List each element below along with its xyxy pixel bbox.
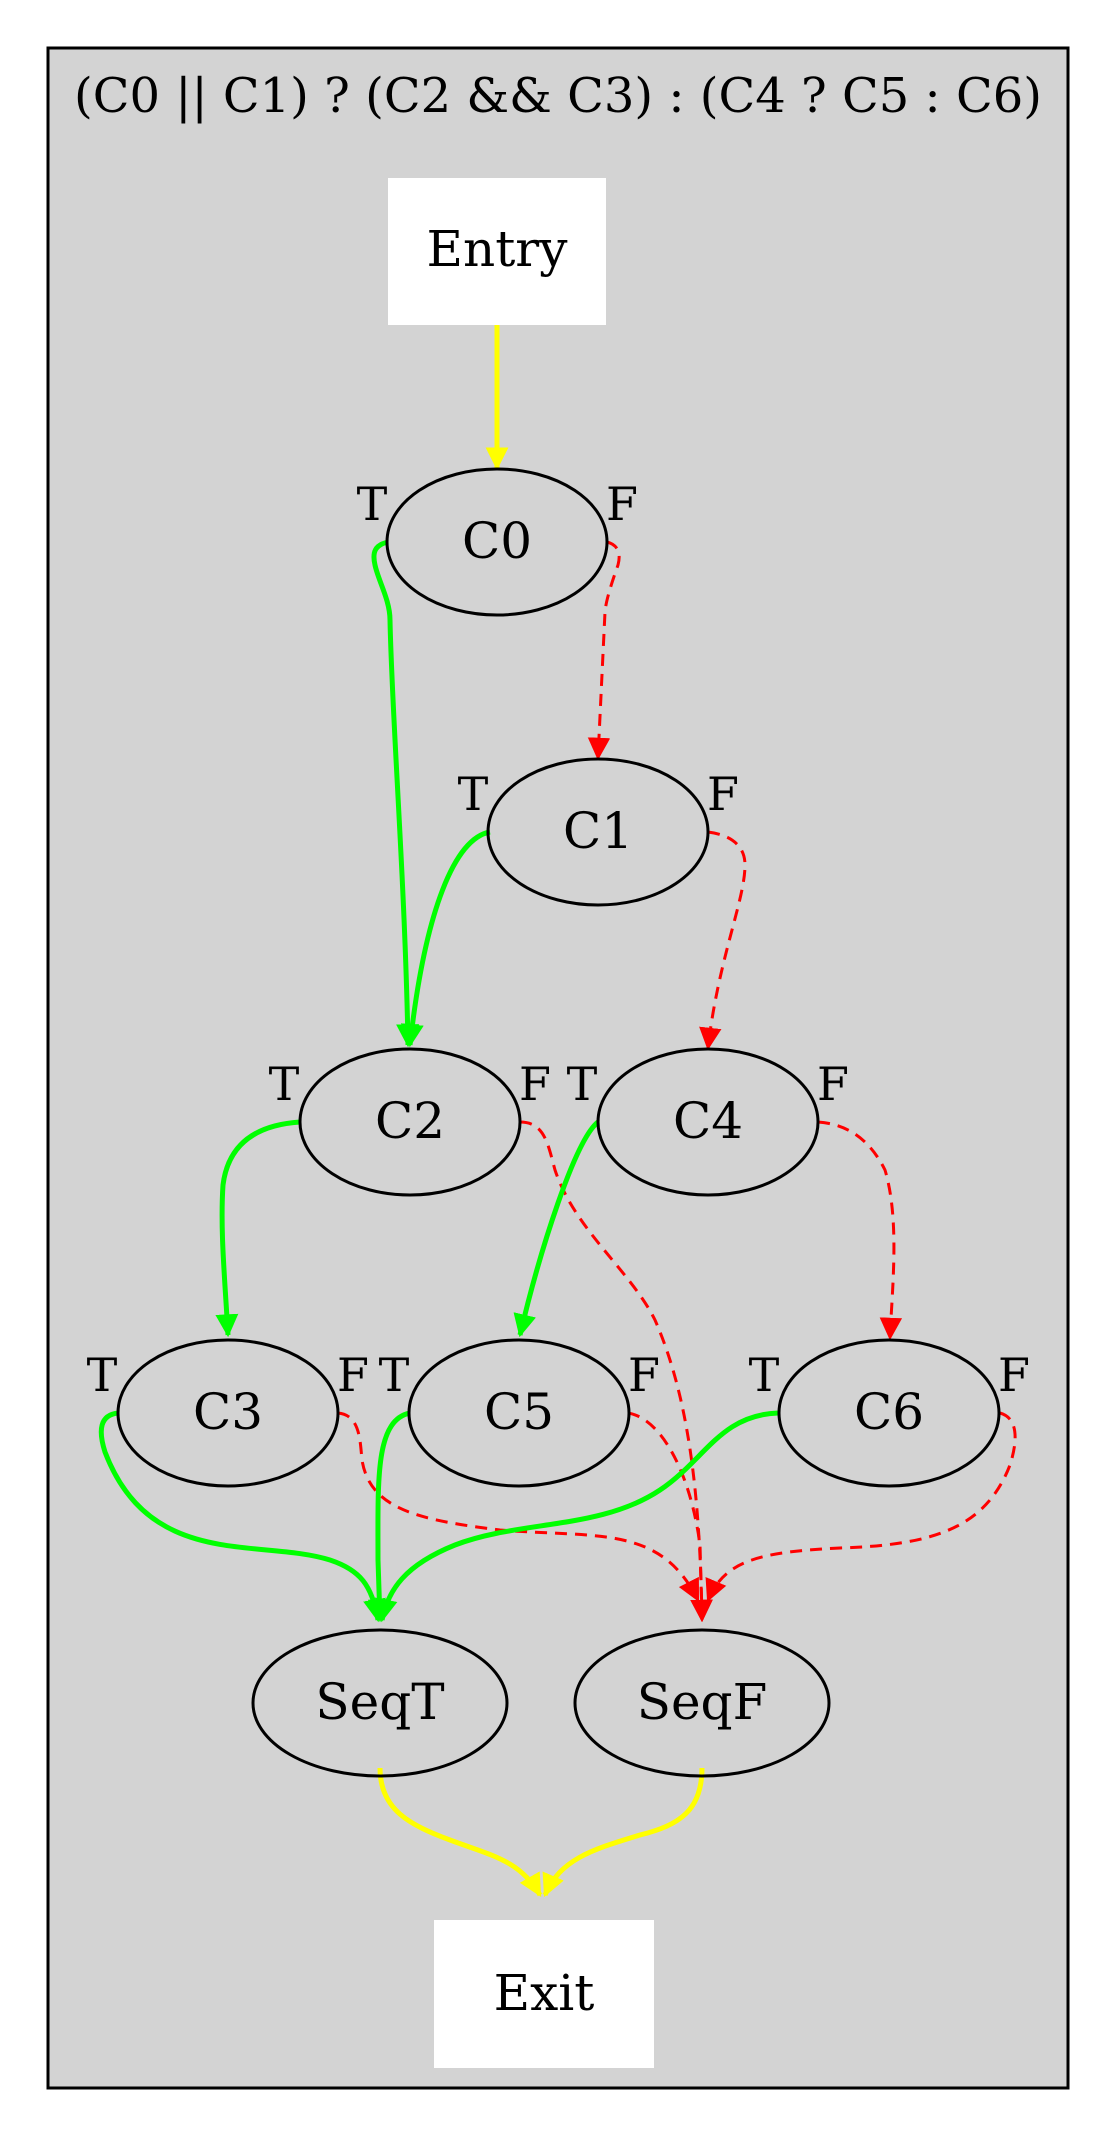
c3-ellipse [116, 1338, 340, 1488]
seqt-label: SeqT [315, 1673, 444, 1731]
edge-c1-c2-true [400, 829, 491, 1048]
c1-ellipse [486, 757, 710, 907]
c1-true-port: T [458, 767, 489, 821]
edges [98, 325, 1017, 1898]
c4-ellipse [596, 1047, 820, 1197]
edge-seqf-exit [542, 1767, 705, 1898]
edge-c0-c1-false [587, 540, 621, 761]
c1-false-port: F [707, 767, 739, 821]
edge-c5-seqf-false [627, 1411, 713, 1623]
edge-c6-seqt-true [374, 1410, 779, 1623]
c4-false-port: F [817, 1057, 849, 1111]
entry-label: Entry [427, 220, 569, 278]
c2-ellipse [298, 1047, 522, 1197]
node-entry: Entry [388, 178, 606, 325]
c2-label: C2 [375, 1092, 445, 1150]
entry-box [388, 178, 606, 325]
node-seqf: SeqF [573, 1628, 831, 1778]
node-exit: Exit [434, 1920, 654, 2068]
c6-false-port: F [998, 1348, 1030, 1402]
c0-true-port: T [357, 477, 388, 531]
node-c3: C3 T F [87, 1338, 369, 1488]
c1-label: C1 [563, 802, 633, 860]
node-c0: C0 T F [357, 467, 638, 617]
c3-true-port: T [87, 1348, 118, 1402]
c3-label: C3 [193, 1383, 263, 1441]
c4-label: C4 [673, 1092, 743, 1150]
c0-false-port: F [606, 477, 638, 531]
edge-c0-c2-true [371, 539, 420, 1048]
node-seqt: SeqT [251, 1628, 509, 1778]
c5-label: C5 [484, 1383, 554, 1441]
c6-ellipse [777, 1338, 1001, 1488]
edge-c4-c5-true [513, 1120, 600, 1338]
c0-label: C0 [462, 512, 532, 570]
edge-seqt-exit [377, 1767, 543, 1897]
exit-label: Exit [494, 1964, 595, 2022]
c5-false-port: F [628, 1348, 660, 1402]
c5-true-port: T [379, 1348, 410, 1402]
edge-c2-c3-true [215, 1119, 301, 1338]
edge-c4-c6-false [817, 1120, 903, 1341]
edge-c3-seqt-true [98, 1410, 386, 1623]
c2-true-port: T [269, 1057, 300, 1111]
c0-ellipse [385, 467, 609, 617]
edge-c3-seqf-false [337, 1411, 700, 1603]
seqt-ellipse [251, 1628, 509, 1778]
seqf-label: SeqF [637, 1673, 768, 1731]
cluster-background [46, 46, 1070, 2090]
node-c1: C1 T F [458, 757, 739, 907]
c3-false-port: F [337, 1348, 369, 1402]
node-c4: C4 T F [567, 1047, 849, 1197]
c2-false-port: F [519, 1057, 551, 1111]
edge-c2-seqf-false [519, 1120, 713, 1623]
c4-true-port: T [567, 1057, 598, 1111]
diagram-title: (C0 || C1) ? (C2 && C3) : (C4 ? C5 : C6) [74, 68, 1042, 124]
node-c5: C5 T F [379, 1338, 660, 1488]
c6-true-port: T [749, 1348, 780, 1402]
c5-ellipse [407, 1338, 631, 1488]
edge-c1-c4-false [699, 830, 747, 1051]
exit-box [434, 1920, 654, 2068]
c6-label: C6 [854, 1383, 924, 1441]
node-c6: C6 T F [749, 1338, 1030, 1488]
node-c2: C2 T F [269, 1047, 551, 1197]
seqf-ellipse [573, 1628, 831, 1778]
edge-c5-seqt-true [367, 1410, 411, 1623]
